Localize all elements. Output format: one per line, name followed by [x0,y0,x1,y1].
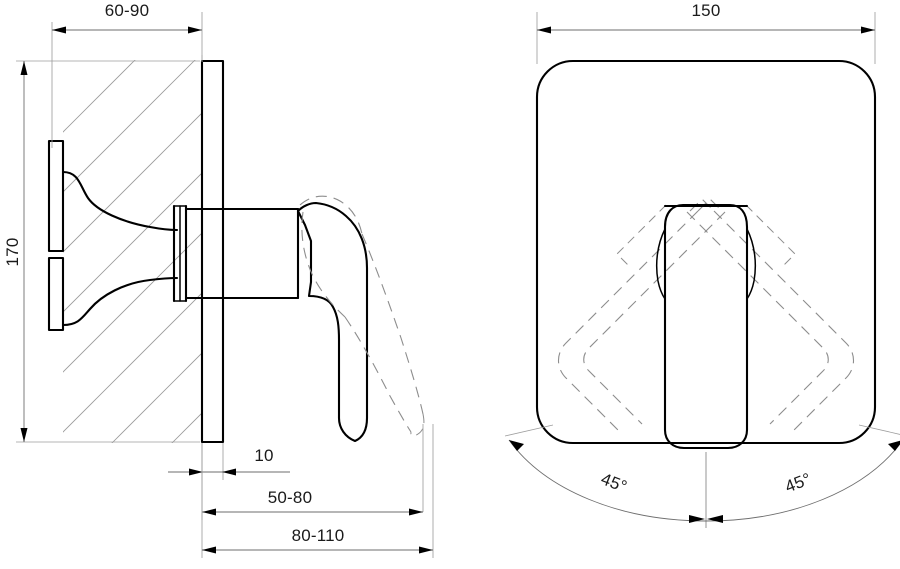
lever-phantom-top-arc [299,195,363,235]
lever-phantom-inner-arc [301,211,346,318]
front-view: 150 45° 45° [504,1,900,528]
bracket-arm-lower [61,276,179,327]
dimension-plate-height: 170 [3,60,200,443]
dim-label-plate-width: 150 [692,1,721,20]
bracket-arm-upper [61,170,179,232]
dimension-plate-thickness: 10 [168,443,290,480]
dimension-total-projection: 80-110 [201,424,434,558]
escutcheon-plate-side [200,59,225,444]
lever-handle-side [296,201,369,443]
body-flange-rings [172,204,188,303]
lever-left-shoulder [655,228,666,300]
dimension-plate-width: 150 [536,1,876,64]
dim-label-body-projection: 50-80 [268,488,312,507]
escutcheon-plate-front [535,59,877,445]
bracket-lower-backplate [47,256,65,332]
dim-label-plate-height: 170 [3,238,22,267]
dimension-wall-recess-depth: 60-90 [51,1,203,148]
lever-phantom-outer-upper [361,233,424,415]
lever-right-shoulder [746,228,757,300]
lever-phantom-inner-lower [344,316,412,433]
dim-label-total-projection: 80-110 [292,526,345,545]
dimension-body-projection: 50-80 [201,445,423,520]
dim-label-plate-thickness: 10 [254,446,273,465]
wall-hatching [63,60,202,443]
dim-label-wall-recess-depth: 60-90 [105,1,149,20]
bracket-upper-backplate [47,139,65,253]
lever-phantom-tip [410,413,425,437]
lever-grip-inner-line [338,339,356,442]
side-section-view: 60-90 170 10 50-80 [3,1,434,558]
